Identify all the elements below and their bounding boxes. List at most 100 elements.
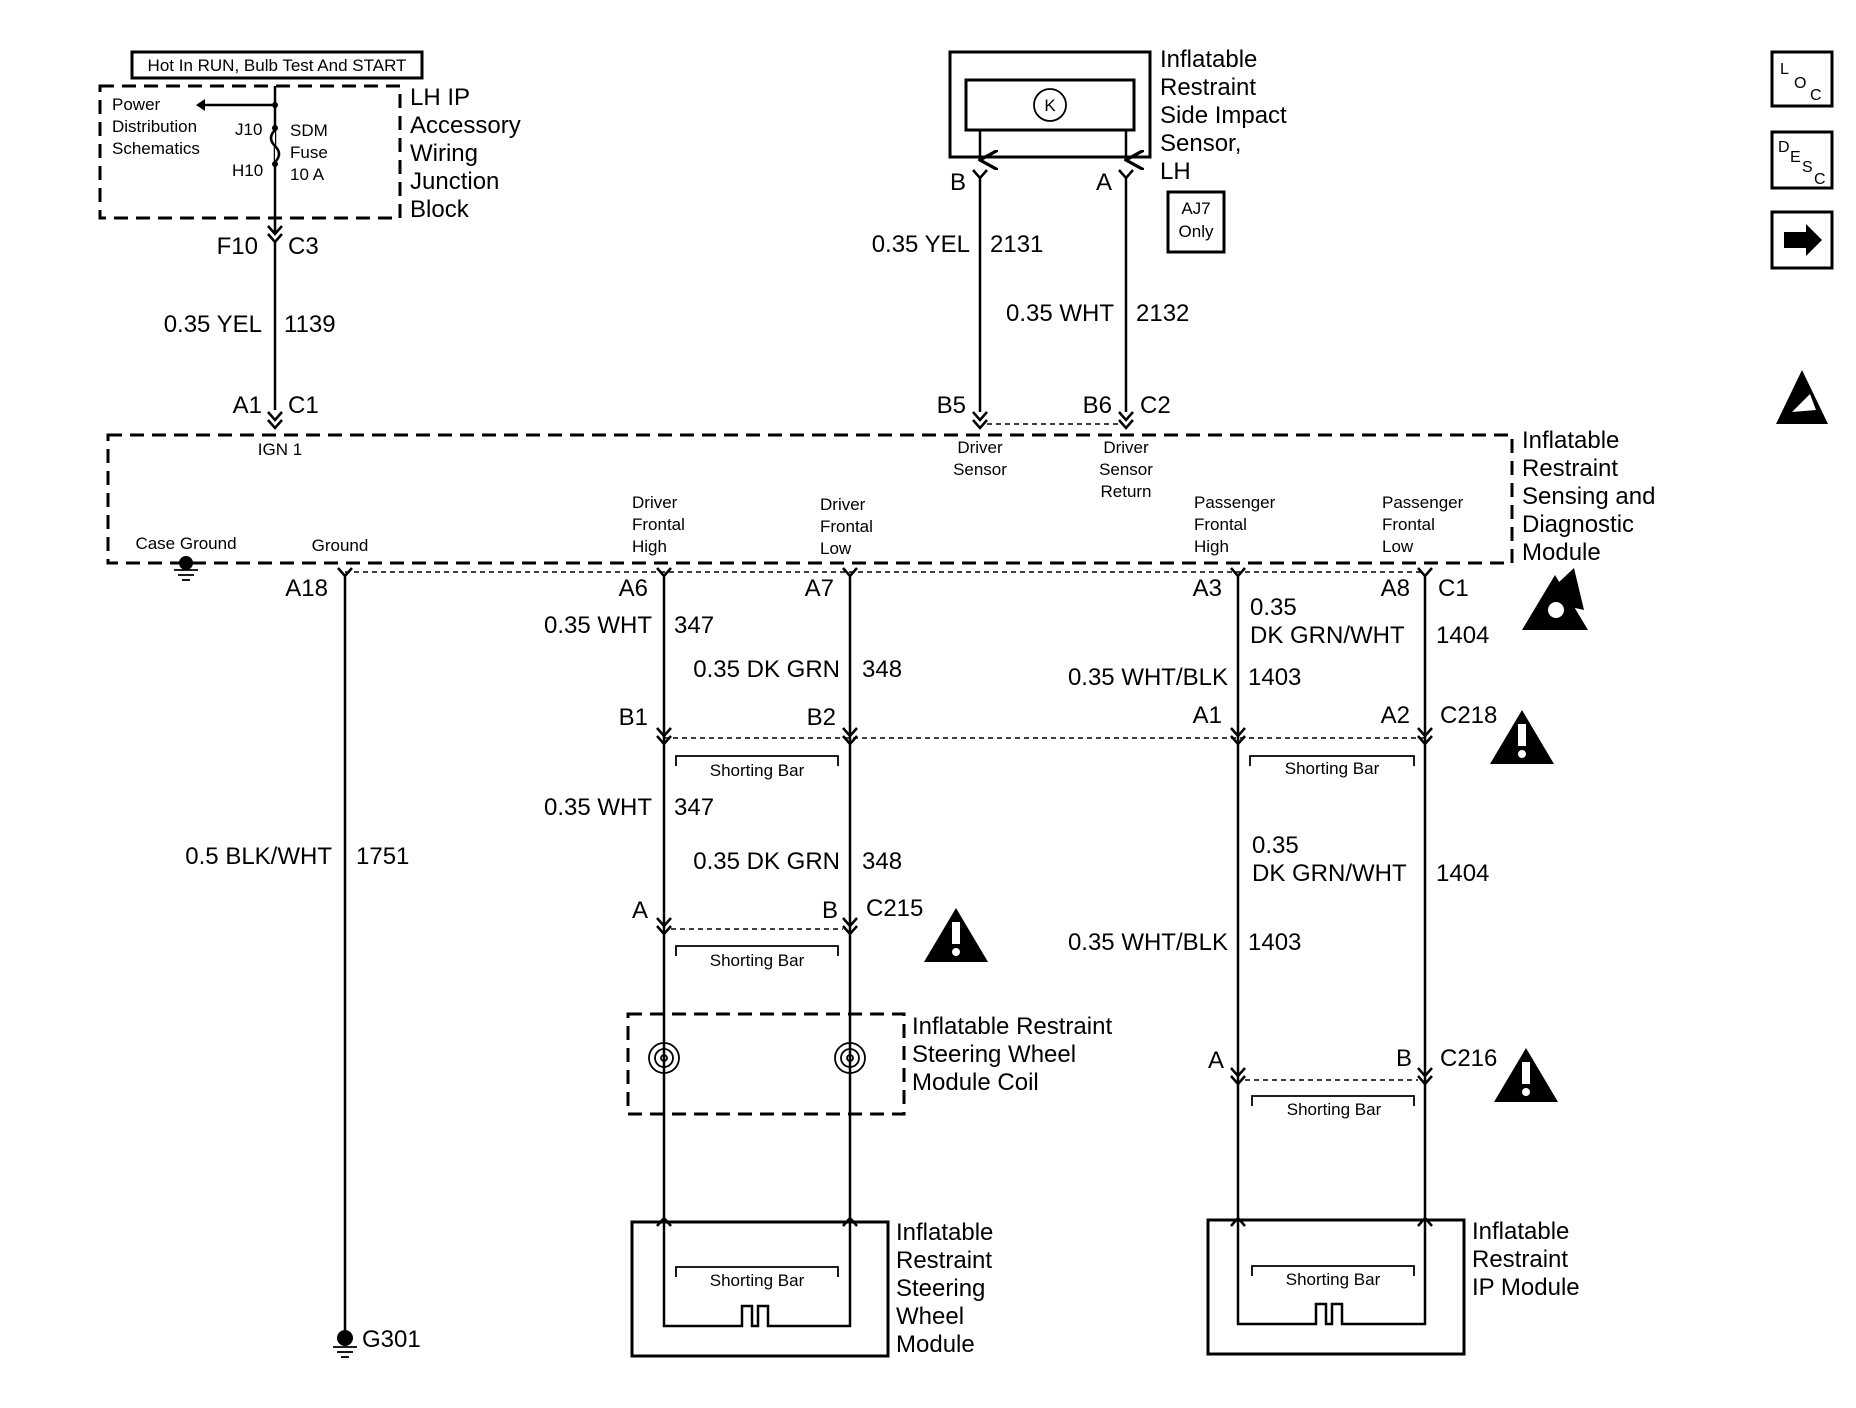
svg-text:C: C — [1810, 87, 1822, 104]
svg-text:C216: C216 — [1440, 1045, 1497, 1072]
svg-text:A2: A2 — [1381, 702, 1410, 729]
fuse-rating: 10 A — [290, 165, 325, 184]
ground-label: Ground — [312, 536, 369, 555]
svg-text:Sensor: Sensor — [953, 460, 1007, 479]
svg-text:347: 347 — [674, 794, 714, 821]
svg-text:B: B — [950, 169, 966, 196]
svg-text:1403: 1403 — [1248, 929, 1301, 956]
svg-text:Restraint: Restraint — [896, 1247, 992, 1274]
svg-text:Driver: Driver — [1103, 438, 1149, 457]
svg-text:Sensor: Sensor — [1099, 460, 1153, 479]
svg-text:1404: 1404 — [1436, 860, 1489, 887]
svg-text:O: O — [1794, 75, 1806, 92]
svg-text:Shorting Bar: Shorting Bar — [1287, 1100, 1382, 1119]
svg-text:Module: Module — [896, 1331, 975, 1358]
svg-text:Inflatable: Inflatable — [896, 1219, 993, 1246]
esd-warning-icon-right — [1776, 370, 1828, 424]
next-arrow-button[interactable] — [1770, 210, 1834, 270]
svg-text:Shorting Bar: Shorting Bar — [1285, 759, 1380, 778]
svg-text:Low: Low — [820, 539, 852, 558]
svg-text:Restraint: Restraint — [1472, 1246, 1568, 1273]
svg-text:Frontal: Frontal — [820, 517, 873, 536]
steering-module-box — [630, 1220, 890, 1358]
svg-text:L: L — [1780, 61, 1789, 78]
warning-icon-c216 — [1494, 1048, 1558, 1102]
junction-name-4: Junction — [410, 168, 499, 195]
svg-text:Low: Low — [1382, 537, 1414, 556]
warning-icon-c215 — [924, 908, 988, 962]
junction-name-3: Wiring — [410, 140, 478, 167]
svg-text:A18: A18 — [285, 575, 328, 602]
coil-name-2: Steering Wheel — [912, 1041, 1076, 1068]
svg-text:C: C — [1814, 171, 1826, 188]
ground-g301-icon — [337, 1330, 353, 1346]
svg-text:Shorting Bar: Shorting Bar — [1286, 1270, 1381, 1289]
wire-1139-color: 0.35 YEL — [164, 311, 262, 338]
svg-text:Shorting Bar: Shorting Bar — [710, 951, 805, 970]
fuse-icon — [269, 129, 281, 163]
svg-text:Inflatable: Inflatable — [1472, 1218, 1569, 1245]
svg-text:1403: 1403 — [1248, 664, 1301, 691]
power-dist-ref-1: Power — [112, 95, 161, 114]
sdm-name-2: Restraint — [1522, 455, 1618, 482]
svg-text:Wheel: Wheel — [896, 1303, 964, 1330]
svg-text:348: 348 — [862, 848, 902, 875]
sdm-box — [106, 433, 1514, 565]
power-dist-ref-3: Schematics — [112, 139, 200, 158]
coil-name-3: Module Coil — [912, 1069, 1039, 1096]
svg-text:B2: B2 — [807, 704, 836, 731]
wire-2131-color: 0.35 YEL — [872, 231, 970, 258]
wire-2132-color: 0.35 WHT — [1006, 300, 1114, 327]
svg-text:A1: A1 — [233, 392, 262, 419]
svg-text:C2: C2 — [1140, 392, 1171, 419]
svg-text:0.35 DK GRN: 0.35 DK GRN — [693, 848, 840, 875]
airbag-squib-icon — [662, 1260, 852, 1328]
case-ground-icon — [179, 556, 193, 570]
svg-text:B: B — [1396, 1045, 1412, 1072]
svg-text:0.35 WHT/BLK: 0.35 WHT/BLK — [1068, 929, 1228, 956]
svg-text:348: 348 — [862, 656, 902, 683]
warning-icon-c218 — [1490, 710, 1554, 764]
svg-text:K: K — [1044, 96, 1056, 115]
svg-text:Driver: Driver — [632, 493, 678, 512]
sdm-ign: IGN 1 — [258, 440, 302, 459]
svg-text:C1: C1 — [288, 392, 319, 419]
junction-name-5: Block — [410, 196, 470, 223]
coil-icon-left — [648, 1042, 680, 1074]
pin-j10: J10 — [235, 120, 262, 139]
option-badge — [1166, 190, 1226, 254]
shorting-bar-c218-driver — [675, 755, 839, 766]
case-ground-label: Case Ground — [135, 534, 236, 553]
svg-text:D: D — [1778, 139, 1790, 156]
svg-text:Driver: Driver — [820, 495, 866, 514]
svg-text:Passenger: Passenger — [1382, 493, 1464, 512]
svg-text:B5: B5 — [937, 392, 966, 419]
svg-text:Steering: Steering — [896, 1275, 985, 1302]
svg-text:C215: C215 — [866, 895, 923, 922]
svg-text:Frontal: Frontal — [632, 515, 685, 534]
svg-text:Frontal: Frontal — [1194, 515, 1247, 534]
junction-block-box — [98, 84, 402, 220]
power-dist-arrow-icon — [196, 99, 205, 111]
pin-h10: H10 — [232, 161, 263, 180]
svg-text:F10: F10 — [217, 233, 258, 260]
option-badge-2: Only — [1179, 222, 1214, 241]
fuse-name-2: Fuse — [290, 143, 328, 162]
svg-text:Shorting Bar: Shorting Bar — [710, 761, 805, 780]
shorting-bar-c215 — [675, 945, 839, 956]
svg-text:High: High — [1194, 537, 1229, 556]
svg-text:0.35 WHT: 0.35 WHT — [544, 794, 652, 821]
svg-text:A: A — [632, 897, 648, 924]
sdm-name-3: Sensing and — [1522, 483, 1655, 510]
connector-c1-icon — [267, 411, 283, 430]
svg-text:347: 347 — [674, 612, 714, 639]
ip-module-box — [1206, 1218, 1466, 1356]
svg-text:C218: C218 — [1440, 702, 1497, 729]
desc-button[interactable]: D E S C — [1770, 130, 1834, 190]
loc-button[interactable]: L O C — [1770, 50, 1834, 108]
svg-text:1404: 1404 — [1436, 622, 1489, 649]
wire-1139-circuit: 1139 — [284, 311, 336, 338]
power-dist-ref-2: Distribution — [112, 117, 197, 136]
svg-text:Return: Return — [1100, 482, 1151, 501]
